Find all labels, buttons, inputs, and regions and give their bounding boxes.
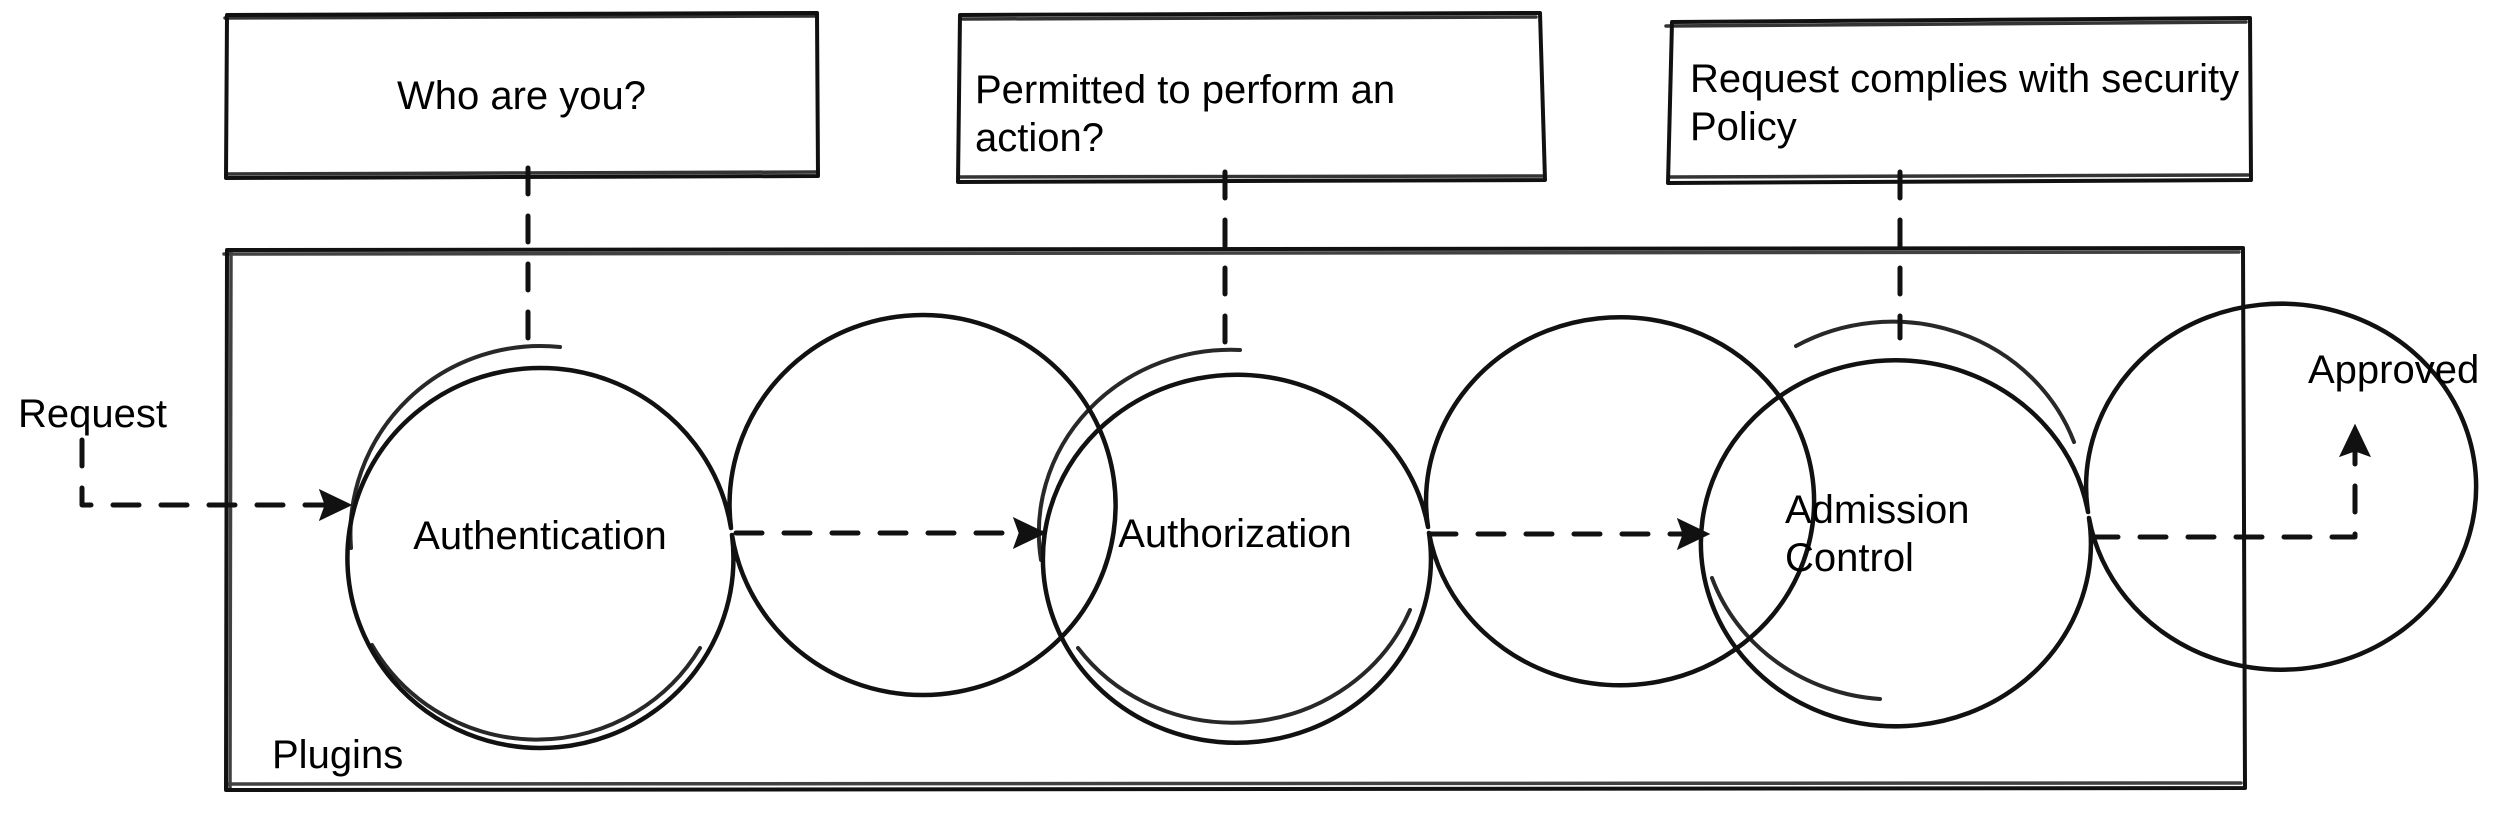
flow-label-approved: Approved xyxy=(2308,348,2480,392)
node-circle-authentication xyxy=(345,312,1118,751)
node-label-authentication: Authentication xyxy=(413,514,667,558)
callout-label-who-are-you: Who are you? xyxy=(396,74,647,118)
callout-label-permitted: Permitted to perform an action? xyxy=(975,68,1396,160)
flow-label-request: Request xyxy=(18,392,167,436)
node-circle-admission-control xyxy=(1698,301,2479,729)
node-label-admission-control: Admission Control xyxy=(1785,488,1970,580)
callout-box-permitted xyxy=(956,11,1547,184)
callout-box-who-are-you xyxy=(223,11,820,180)
node-label-authorization: Authorization xyxy=(1118,512,1352,556)
plugins-container-outline xyxy=(222,246,2247,792)
node-circle-authorization xyxy=(1036,315,1817,745)
edge-admission-to-approved xyxy=(2089,423,2372,540)
edge-request-to-authentication xyxy=(79,437,353,522)
callout-label-policy: Request complies with security Policy xyxy=(1690,57,2240,149)
plugins-container-label: Plugins xyxy=(272,733,404,777)
callout-box-policy xyxy=(1664,16,2253,185)
